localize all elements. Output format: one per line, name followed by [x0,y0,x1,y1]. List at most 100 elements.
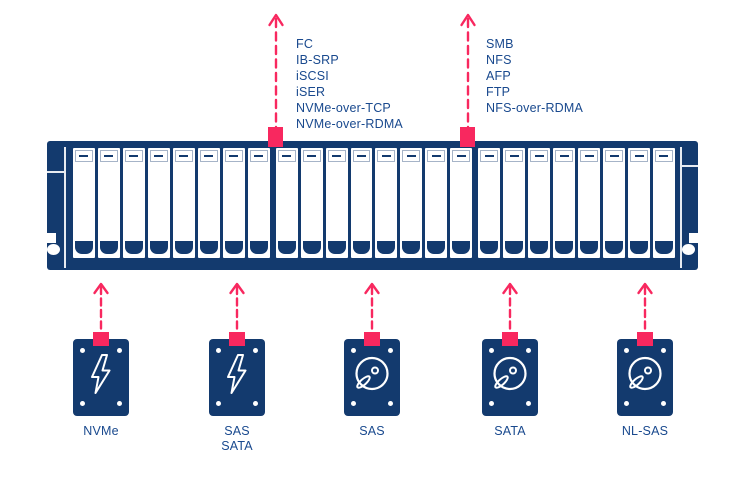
bay-tab-icon [402,241,421,254]
screw-dot-icon [216,401,221,406]
bay-latch-icon [249,150,268,162]
drive-label-line: SATA [494,424,526,438]
protocol-label: AFP [486,69,511,83]
connector-square [460,127,475,147]
screw-dot-icon [388,348,393,353]
connector-square [93,332,109,346]
bay-tab-icon [655,241,673,254]
drive-label-line: NL-SAS [621,424,669,438]
drive-label-line: SAS [359,424,385,438]
screw-hole-icon [47,244,60,255]
bay-latch-icon [427,150,446,162]
bay-tab-icon [224,241,243,254]
drive-bay [325,148,348,258]
drive-unit: NVMe [56,281,146,439]
bay-tab-icon [249,241,268,254]
bay-tab-icon [505,241,524,254]
drive-label-line: NVMe [83,424,119,438]
bay-latch-icon [199,150,218,162]
bay-tab-icon [530,241,549,254]
drive-bay [97,148,120,258]
screw-dot-icon [624,348,629,353]
up-arrow-icon [502,282,518,333]
bay-latch-icon [555,150,574,162]
up-arrow-icon [364,282,380,333]
drive-type-label: NVMe [83,424,119,439]
rack-ear-seam [47,171,64,173]
screw-dot-icon [117,348,122,353]
drive-bay [478,148,501,258]
rack-notch [47,233,56,243]
bay-latch-icon [99,150,118,162]
drive-type-label: SAS [359,424,385,439]
protocol-label: iSER [296,85,326,99]
spinning-disk-icon [488,352,532,396]
drive-bay-group [73,148,270,258]
bay-latch-icon [277,150,296,162]
rack-notch [689,233,698,243]
drive-bay [503,148,526,258]
bay-latch-icon [124,150,143,162]
bay-latch-icon [605,150,624,162]
bay-tab-icon [99,241,118,254]
rack-ear-divider [680,147,682,268]
bay-latch-icon [630,150,649,162]
flash-drive-icon [215,352,259,396]
drive-box [344,339,400,416]
up-arrow-icon [268,13,284,130]
up-arrow-icon [637,282,653,333]
drive-bay [628,148,651,258]
drive-box [617,339,673,416]
drive-bay [247,148,270,258]
screw-dot-icon [351,348,356,353]
screw-dot-icon [80,348,85,353]
bay-latch-icon [655,150,673,162]
drive-unit: SATA [465,281,555,439]
bay-latch-icon [580,150,599,162]
rack-ear-seam [682,165,698,167]
bay-tab-icon [174,241,193,254]
bay-tab-icon [377,241,396,254]
drive-bay [122,148,145,258]
drive-bay [350,148,373,258]
protocol-label: FC [296,37,314,51]
screw-dot-icon [253,348,258,353]
bay-tab-icon [327,241,346,254]
bay-tab-icon [452,241,471,254]
bay-tab-icon [630,241,649,254]
bay-latch-icon [174,150,193,162]
drive-type-label: SATA [494,424,526,439]
connector-square [229,332,245,346]
connector-square [268,127,283,147]
protocol-label: SMB [486,37,514,51]
bay-latch-icon [480,150,499,162]
up-arrow-icon [93,282,109,333]
drive-bay [375,148,398,258]
protocol-label: IB-SRP [296,53,339,67]
bay-tab-icon [580,241,599,254]
screw-dot-icon [253,401,258,406]
drive-bay [275,148,298,258]
spinning-disk-icon [623,352,667,396]
connector-square [502,332,518,346]
screw-dot-icon [351,401,356,406]
bay-tab-icon [480,241,499,254]
connector-square [364,332,380,346]
screw-dot-icon [661,348,666,353]
bay-tab-icon [149,241,168,254]
drive-bay [425,148,448,258]
bay-latch-icon [530,150,549,162]
bay-tab-icon [124,241,143,254]
drive-bay [653,148,675,258]
screw-dot-icon [80,401,85,406]
protocol-label: NVMe-over-RDMA [296,117,403,131]
protocol-label: NFS-over-RDMA [486,101,584,115]
bay-tab-icon [427,241,446,254]
bay-latch-icon [149,150,168,162]
screw-dot-icon [216,348,221,353]
drive-bay [197,148,220,258]
bay-tab-icon [199,241,218,254]
